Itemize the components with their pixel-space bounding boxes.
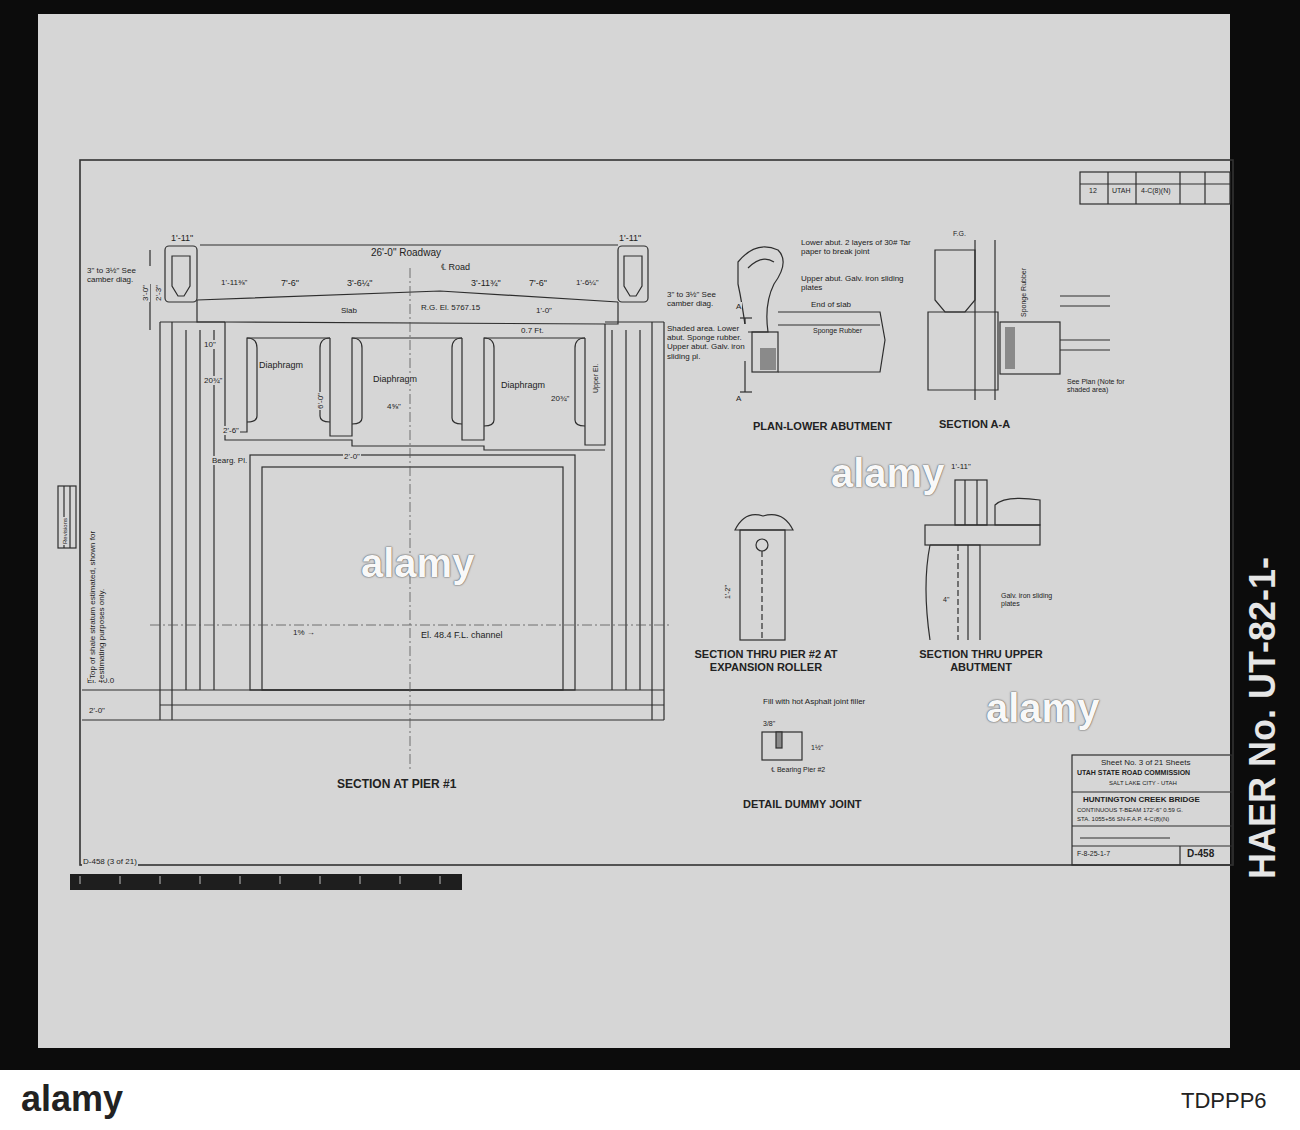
footer-text: alamy <box>20 1078 124 1119</box>
drawing-label: See Plan (Note for shaded area) <box>1066 378 1143 394</box>
drawing-label: 2'-0" <box>343 452 361 461</box>
drawing-label: HUNTINGTON CREEK BRIDGE <box>1082 795 1201 804</box>
drawing-label: UTAH STATE ROAD COMMISSION <box>1076 769 1191 777</box>
drawing-label: 3'-0" <box>141 284 150 302</box>
drawing-label: 20¾" <box>203 376 223 385</box>
drawing-label: DETAIL DUMMY JOINT <box>742 798 863 811</box>
drawing-label: SECTION THRU UPPER ABUTMENT <box>905 648 1057 673</box>
drawing-label: Shaded area. Lower abut. Sponge rubber. … <box>666 324 748 361</box>
drawing-label: 7'-6" <box>528 278 548 288</box>
drawing-label: 1'-11⅜" <box>220 278 248 287</box>
drawing-label: Upper El. <box>592 363 600 394</box>
drawing-label: PLAN-LOWER ABUTMENT <box>752 420 893 433</box>
drawing-label: Top of shale stratum estimated, shown fo… <box>88 498 106 680</box>
drawing-label: 10" <box>203 340 217 349</box>
drawing-label: F-8-25-1-7 <box>1076 850 1111 858</box>
drawing-label: Slab <box>340 306 358 315</box>
drawing-label: Revisions <box>62 517 69 545</box>
drawing-label: D-458 <box>1186 848 1215 860</box>
drawing-label: 1'-2" <box>724 584 732 600</box>
drawing-label: Fill with hot Asphalt joint filler <box>762 697 874 706</box>
drawing-label: 7'-6" <box>280 278 300 288</box>
drawing-label: Galv. iron sliding plates <box>1000 592 1072 608</box>
drawing-label: 20¾" <box>550 394 570 403</box>
drawing-label: 4" <box>942 596 950 604</box>
drawing-label: SECTION AT PIER #1 <box>336 778 457 792</box>
drawing-label: R.G. El. 5767.15 <box>420 303 481 312</box>
drawing-label: SECTION A-A <box>938 418 1011 431</box>
drawing-label: Sponge Rubber <box>1020 267 1028 318</box>
drawing-label: 3'-6¼" <box>346 278 373 288</box>
archive-number: HAER No. UT-82-1- <box>1242 556 1283 880</box>
drawing-label: 12 <box>1088 187 1098 195</box>
watermark: alamy <box>830 450 945 496</box>
drawing-label: 0.7 Ft. <box>520 326 545 335</box>
footer-text: TDPPP6 <box>1180 1088 1268 1113</box>
drawing-label: 1% → <box>292 628 316 637</box>
drawing-label: 4⅝" <box>386 402 402 411</box>
drawing-label: SALT LAKE CITY - UTAH <box>1108 780 1178 787</box>
drawing-label: Diaphragm <box>500 380 546 390</box>
drawing-label: ℄ Road <box>440 262 471 272</box>
drawing-label: Upper abut. Galv. iron sliding plates <box>800 274 912 292</box>
drawing-label: F.G. <box>952 230 967 238</box>
drawing-label: 6'-0" <box>316 392 325 410</box>
drawing-label: End of slab <box>810 300 852 309</box>
drawing-label: UTAH <box>1111 187 1132 195</box>
drawing-label: A <box>735 302 742 311</box>
drawing-label: 1'-0" <box>535 306 553 315</box>
drawing-label: 3'-11¾" <box>470 278 502 288</box>
drawing-label: 1'-6¼" <box>575 278 600 287</box>
drawing-label: El. 48.4 F.L. channel <box>420 630 504 640</box>
drawing-label: SECTION THRU PIER #2 AT EXPANSION ROLLER <box>690 648 842 673</box>
drawing-label: 2'-3" <box>154 284 163 302</box>
drawing-label: 26'-0" Roadway <box>370 247 442 259</box>
drawing-label: CONTINUOUS T-BEAM 172'-6" 0.59 G. <box>1076 807 1184 814</box>
drawing-label: STA. 1055+56 SN-F.A.P. 4-C(8)(N) <box>1076 816 1170 823</box>
watermark: alamy <box>985 685 1100 731</box>
drawing-label: 1'-11" <box>950 462 972 471</box>
drawing-label: Diaphragm <box>372 374 418 384</box>
drawing-label: 3/8" <box>762 720 776 728</box>
drawing-label: ℄ Bearing Pier #2 <box>770 766 862 774</box>
drawing-label: 1'-11" <box>170 233 194 243</box>
drawing-label: Diaphragm <box>258 360 304 370</box>
drawing-label: D-458 (3 of 21) <box>82 857 138 866</box>
drawing-label: Sponge Rubber <box>812 327 863 335</box>
drawing-label: 2'-0" <box>88 706 106 715</box>
watermark: alamy <box>360 540 475 586</box>
drawing-label: A <box>735 394 742 403</box>
drawing-label: Sheet No. 3 of 21 Sheets <box>1100 758 1191 767</box>
drawing-label: 2'-6" <box>222 426 240 435</box>
drawing-label: 4-C(8)(N) <box>1140 187 1172 195</box>
drawing-label: 3" to 3½" See camber diag. <box>86 266 158 284</box>
drawing-label: Bearg. Pl. <box>211 456 248 465</box>
drawing-label: 1'-11" <box>618 233 642 243</box>
drawing-label: 3" to 3½" See camber diag. <box>666 290 738 308</box>
drawing-label: Lower abut. 2 layers of 30# Tar paper to… <box>800 238 912 256</box>
drawing-label: 1½" <box>810 744 824 752</box>
